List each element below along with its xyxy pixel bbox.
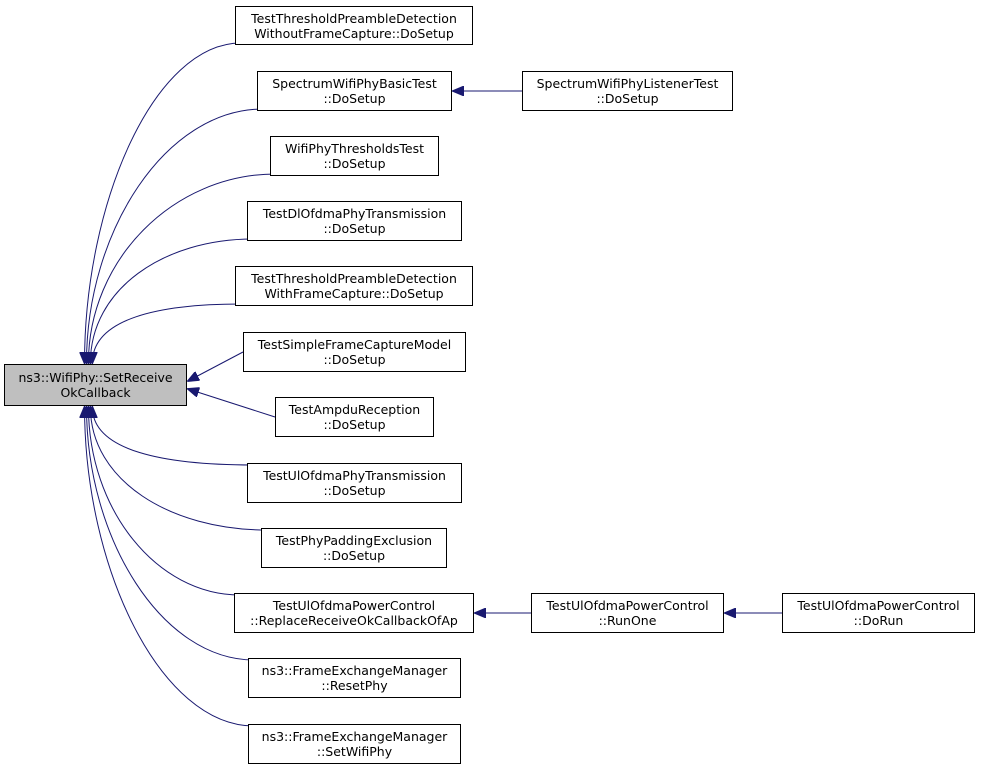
- node-label-line: SpectrumWifiPhyBasicTest: [272, 76, 437, 91]
- node-label-line: TestDlOfdmaPhyTransmission: [262, 206, 447, 221]
- call-edge-n6-to-root: [92, 303, 242, 363]
- node-label-line: ::DoSetup: [323, 156, 386, 171]
- call-edge-n1-to-root: [85, 42, 242, 363]
- node-label-line: ::DoRun: [853, 613, 904, 628]
- node-label-line: TestThresholdPreambleDetection: [251, 10, 457, 26]
- node-label-line: SpectrumWifiPhyListenerTest: [536, 76, 719, 91]
- node-power-control-do-run[interactable]: TestUlOfdmaPowerControl ::DoRun: [782, 593, 975, 633]
- node-label-line: ::DoSetup: [323, 91, 386, 106]
- node-dl-ofdma-transmission[interactable]: TestDlOfdmaPhyTransmission ::DoSetup: [247, 201, 462, 241]
- node-threshold-preamble-without-capture[interactable]: TestThresholdPreambleDetection WithoutFr…: [235, 6, 473, 45]
- node-label-line: WithoutFrameCapture::DoSetup: [254, 25, 454, 41]
- node-label-line: TestUlOfdmaPowerControl: [546, 598, 709, 613]
- node-label-line: ::DoSetup: [323, 352, 386, 367]
- node-label-line: TestPhyPaddingExclusion: [275, 533, 433, 548]
- call-edge-n8-to-root: [188, 389, 276, 418]
- call-edge-n2-to-root: [86, 108, 264, 363]
- node-label-line: TestUlOfdmaPowerControl: [797, 598, 960, 613]
- call-edge-n5-to-root: [90, 238, 254, 363]
- node-label-line: ns3::FrameExchangeManager: [261, 663, 448, 678]
- root-node-set-receive-ok-callback: ns3::WifiPhy::SetReceive OkCallback: [4, 364, 187, 406]
- node-label-line: ::RunOne: [598, 613, 657, 628]
- node-label-line: ::DoSetup: [323, 483, 386, 498]
- node-frame-exchange-set-wifi-phy[interactable]: ns3::FrameExchangeManager ::SetWifiPhy: [248, 724, 461, 764]
- node-threshold-preamble-with-capture[interactable]: TestThresholdPreambleDetection WithFrame…: [235, 266, 473, 306]
- call-edge-n4-to-root: [88, 173, 277, 363]
- node-label-line: ns3::WifiPhy::SetReceive: [18, 370, 173, 385]
- node-label-line: ::SetWifiPhy: [316, 744, 393, 759]
- call-edge-n10-to-root: [90, 407, 268, 531]
- call-edge-n15-to-root: [85, 407, 255, 727]
- node-label-line: ::DoSetup: [596, 91, 659, 106]
- node-label-line: ::DoSetup: [322, 548, 386, 563]
- node-ul-ofdma-transmission[interactable]: TestUlOfdmaPhyTransmission ::DoSetup: [247, 463, 462, 503]
- node-label-line: ::ReplaceReceiveOkCallbackOfAp: [250, 613, 458, 628]
- node-label-line: TestUlOfdmaPhyTransmission: [263, 468, 446, 483]
- node-label-line: TestThresholdPreambleDetection: [251, 271, 457, 286]
- call-edge-n9-to-root: [92, 407, 254, 466]
- node-label-line: ns3::FrameExchangeManager: [261, 729, 448, 744]
- node-ampdu-reception[interactable]: TestAmpduReception ::DoSetup: [275, 397, 434, 437]
- node-label-line: ::DoSetup: [323, 417, 386, 432]
- node-label-line: WifiPhyThresholdsTest: [284, 141, 425, 156]
- node-frame-exchange-reset-phy[interactable]: ns3::FrameExchangeManager ::ResetPhy: [248, 658, 461, 698]
- node-thresholds-test[interactable]: WifiPhyThresholdsTest ::DoSetup: [270, 136, 439, 176]
- node-simple-frame-capture-model[interactable]: TestSimpleFrameCaptureModel ::DoSetup: [243, 332, 466, 372]
- node-spectrum-basic-test[interactable]: SpectrumWifiPhyBasicTest ::DoSetup: [257, 71, 452, 111]
- node-label-line: WithFrameCapture::DoSetup: [264, 286, 444, 301]
- node-label-line: ::ResetPhy: [321, 678, 388, 693]
- node-spectrum-listener-test[interactable]: SpectrumWifiPhyListenerTest ::DoSetup: [522, 71, 733, 111]
- node-power-control-run-one[interactable]: TestUlOfdmaPowerControl ::RunOne: [531, 593, 724, 633]
- call-edge-n11-to-root: [88, 407, 241, 596]
- call-edge-n7-to-root: [188, 351, 244, 381]
- node-label-line: TestAmpduReception: [288, 402, 421, 417]
- call-edge-n14-to-root: [87, 407, 255, 661]
- node-label-line: TestSimpleFrameCaptureModel: [257, 337, 452, 352]
- node-label-line: TestUlOfdmaPowerControl: [272, 598, 436, 613]
- node-label-line: ::DoSetup: [323, 221, 386, 236]
- node-phy-padding-exclusion[interactable]: TestPhyPaddingExclusion ::DoSetup: [261, 528, 447, 568]
- node-label-line: OkCallback: [60, 385, 131, 400]
- node-power-control-replace-callback[interactable]: TestUlOfdmaPowerControl ::ReplaceReceive…: [234, 593, 474, 633]
